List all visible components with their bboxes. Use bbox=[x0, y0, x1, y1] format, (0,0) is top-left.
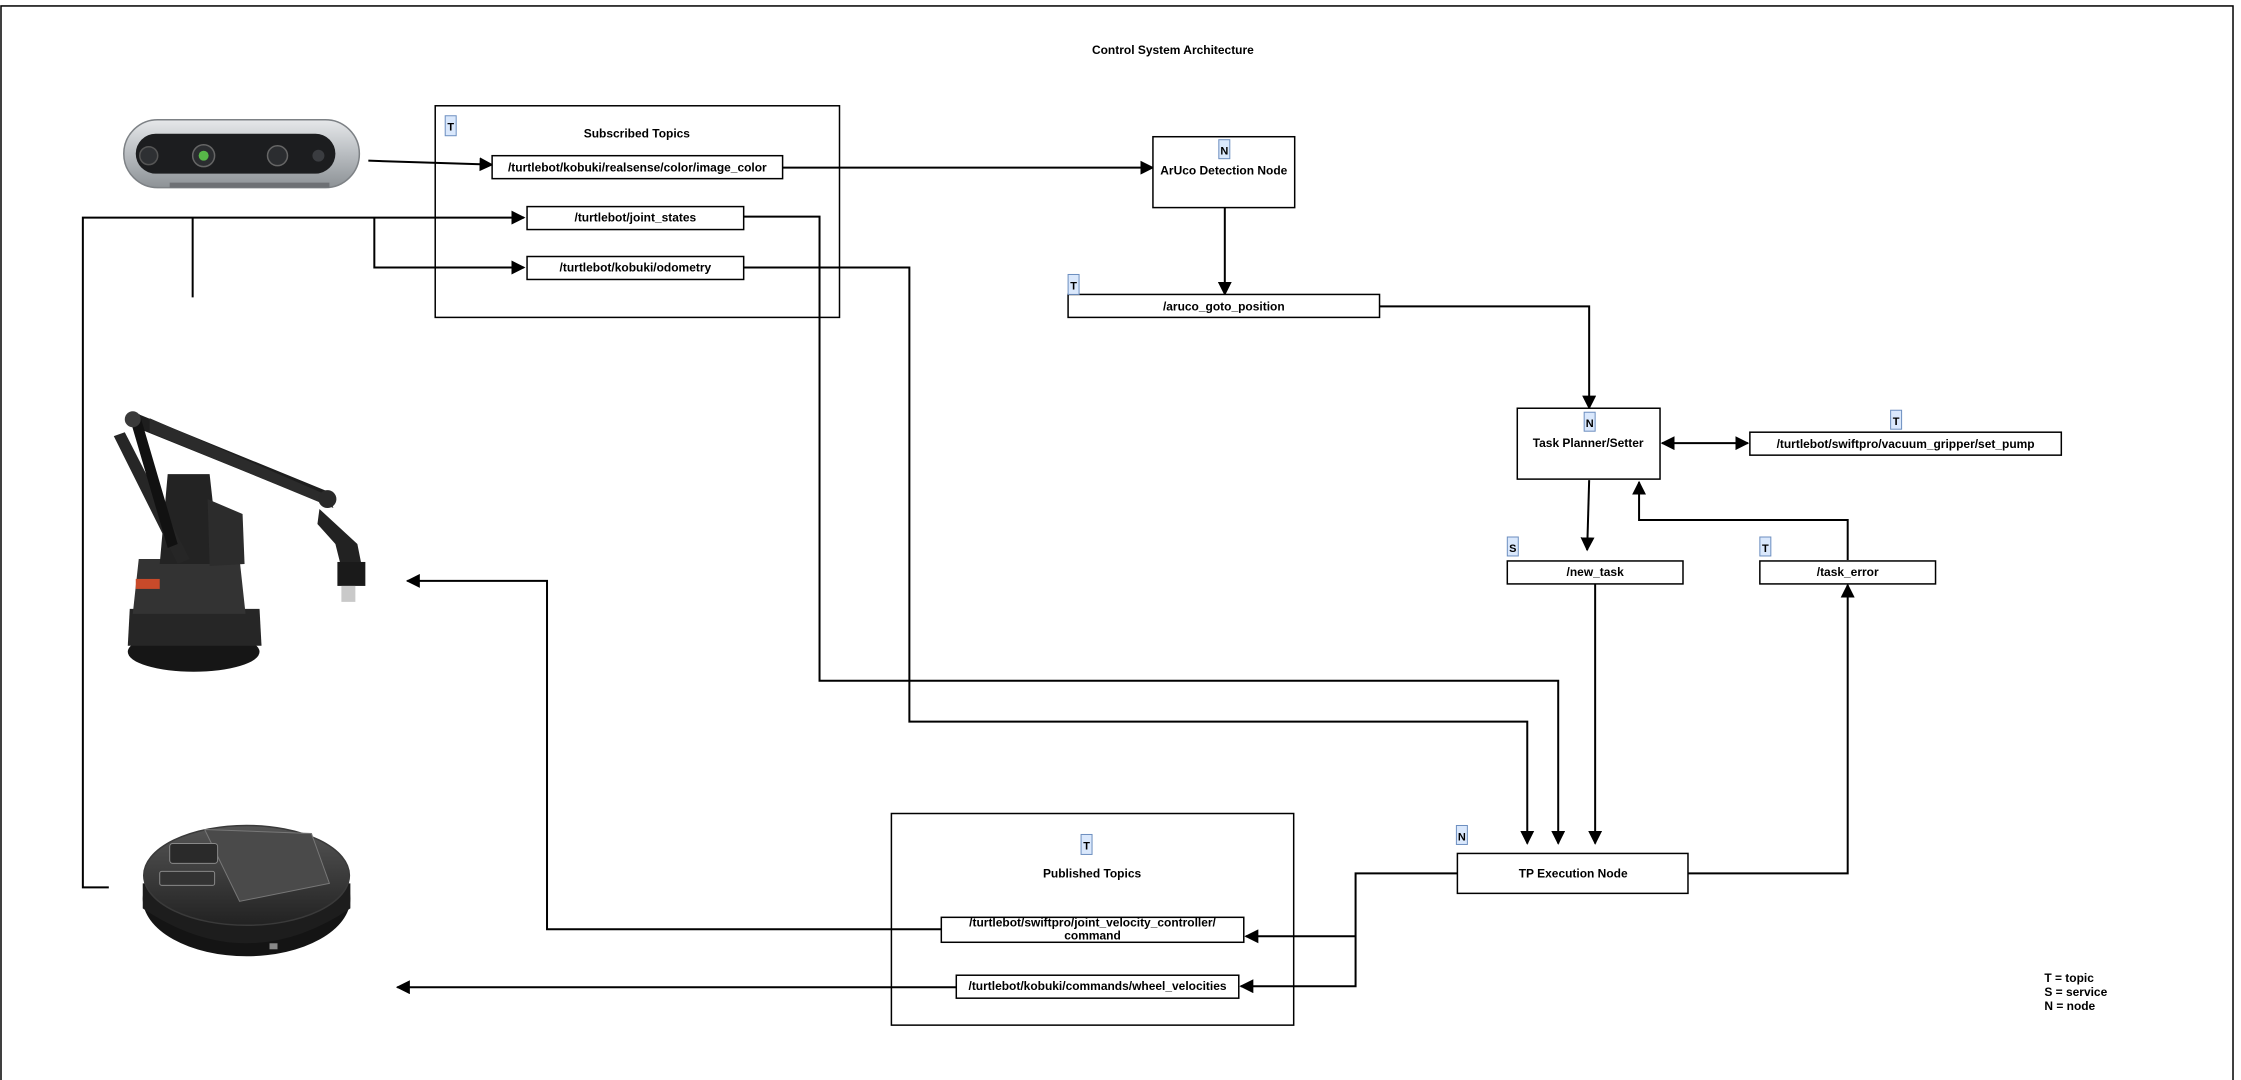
topic-set-pump-label: /turtlebot/swiftpro/vacuum_gripper/set_p… bbox=[1777, 437, 2035, 451]
node-task-planner-tag-badge bbox=[1583, 411, 1596, 432]
node-aruco-tag: N bbox=[1220, 146, 1228, 158]
subscribed-topics-group[interactable] bbox=[434, 105, 841, 319]
topic-wheel-velocities-box[interactable] bbox=[955, 974, 1240, 999]
diagram-title: Control System Architecture bbox=[1092, 43, 1254, 57]
topic-set-pump-box[interactable] bbox=[1749, 431, 2063, 456]
node-aruco-label: ArUco Detection Node bbox=[1160, 164, 1287, 178]
edge-robot-to-odometry bbox=[373, 217, 526, 275]
topic-task-error-tag-badge bbox=[1759, 536, 1772, 557]
topic-joint-command-label-line2: command bbox=[1064, 928, 1121, 942]
topic-image-color-label: /turtlebot/kobuki/realsense/color/image_… bbox=[508, 161, 767, 175]
legend-topic: T = topic bbox=[2044, 971, 2094, 985]
edge-execution-to-task-error bbox=[1687, 583, 1855, 875]
edge-camera-to-image-color bbox=[368, 157, 494, 172]
topic-aruco-goto-tag-badge bbox=[1067, 273, 1080, 295]
node-tp-execution-label: TP Execution Node bbox=[1519, 866, 1628, 880]
legend-service: S = service bbox=[2044, 985, 2107, 999]
topic-aruco-goto-box[interactable] bbox=[1067, 293, 1381, 319]
topic-odometry-box[interactable] bbox=[526, 255, 745, 281]
topic-aruco-goto-label: /aruco_goto_position bbox=[1163, 299, 1285, 313]
topic-aruco-goto-tag: T bbox=[1070, 280, 1077, 292]
topic-joint-states-box[interactable] bbox=[526, 205, 745, 231]
topic-set-pump-tag-badge bbox=[1890, 409, 1903, 430]
topic-task-error-box[interactable] bbox=[1759, 560, 1937, 585]
published-topics-label: Published Topics bbox=[1043, 866, 1142, 880]
node-tp-execution[interactable] bbox=[1456, 852, 1689, 895]
subscribed-topics-label: Subscribed Topics bbox=[584, 127, 691, 141]
topic-joint-command-box[interactable] bbox=[940, 916, 1245, 944]
edge-robot-to-joint-states bbox=[81, 210, 526, 889]
edge-execution-to-wheel-velocities bbox=[1239, 872, 1458, 994]
published-topics-tag-badge bbox=[1080, 833, 1093, 855]
topic-set-pump-tag: T bbox=[1893, 416, 1900, 428]
service-new-task-tag: S bbox=[1509, 543, 1516, 555]
topic-task-error-label: /task_error bbox=[1817, 565, 1879, 579]
topic-wheel-velocities-label: /turtlebot/kobuki/commands/wheel_velocit… bbox=[969, 979, 1227, 993]
subscribed-topics-tag-badge bbox=[444, 115, 457, 137]
service-new-task-tag-badge bbox=[1506, 536, 1519, 557]
node-aruco-tag-badge bbox=[1218, 139, 1231, 160]
diagram-border bbox=[0, 5, 2234, 1080]
topic-joint-states-label: /turtlebot/joint_states bbox=[575, 211, 697, 225]
node-task-planner-label: Task Planner/Setter bbox=[1533, 436, 1644, 450]
connectors bbox=[81, 157, 1855, 995]
service-new-task-box[interactable] bbox=[1506, 560, 1684, 585]
node-task-planner-tag: N bbox=[1586, 418, 1594, 430]
topic-task-error-tag: T bbox=[1762, 543, 1769, 555]
topic-joint-command-label-line1: /turtlebot/swiftpro/joint_velocity_contr… bbox=[969, 915, 1216, 929]
edge-joint-states-to-execution bbox=[743, 215, 1566, 845]
topic-image-color-box[interactable] bbox=[491, 154, 784, 180]
swiftpro-robot-arm-image bbox=[113, 411, 366, 672]
topic-odometry-label: /turtlebot/kobuki/odometry bbox=[560, 260, 712, 274]
edge-planner-to-new-task bbox=[1580, 480, 1595, 552]
legend-node: N = node bbox=[2044, 999, 2095, 1013]
published-topics-tag: T bbox=[1083, 840, 1090, 852]
edge-task-error-to-planner bbox=[1632, 480, 1849, 560]
edge-goto-to-planner bbox=[1379, 305, 1597, 410]
published-topics-group[interactable] bbox=[890, 812, 1295, 1026]
node-tp-execution-tag-badge bbox=[1455, 824, 1468, 845]
realsense-camera-image bbox=[123, 119, 361, 189]
service-new-task-label: /new_task bbox=[1567, 565, 1625, 579]
node-tp-execution-tag: N bbox=[1458, 831, 1466, 843]
subscribed-topics-tag: T bbox=[447, 122, 454, 134]
edge-odometry-to-execution bbox=[743, 266, 1535, 845]
kobuki-base-image bbox=[142, 824, 351, 957]
edge-joint-command-to-arm bbox=[405, 573, 942, 931]
